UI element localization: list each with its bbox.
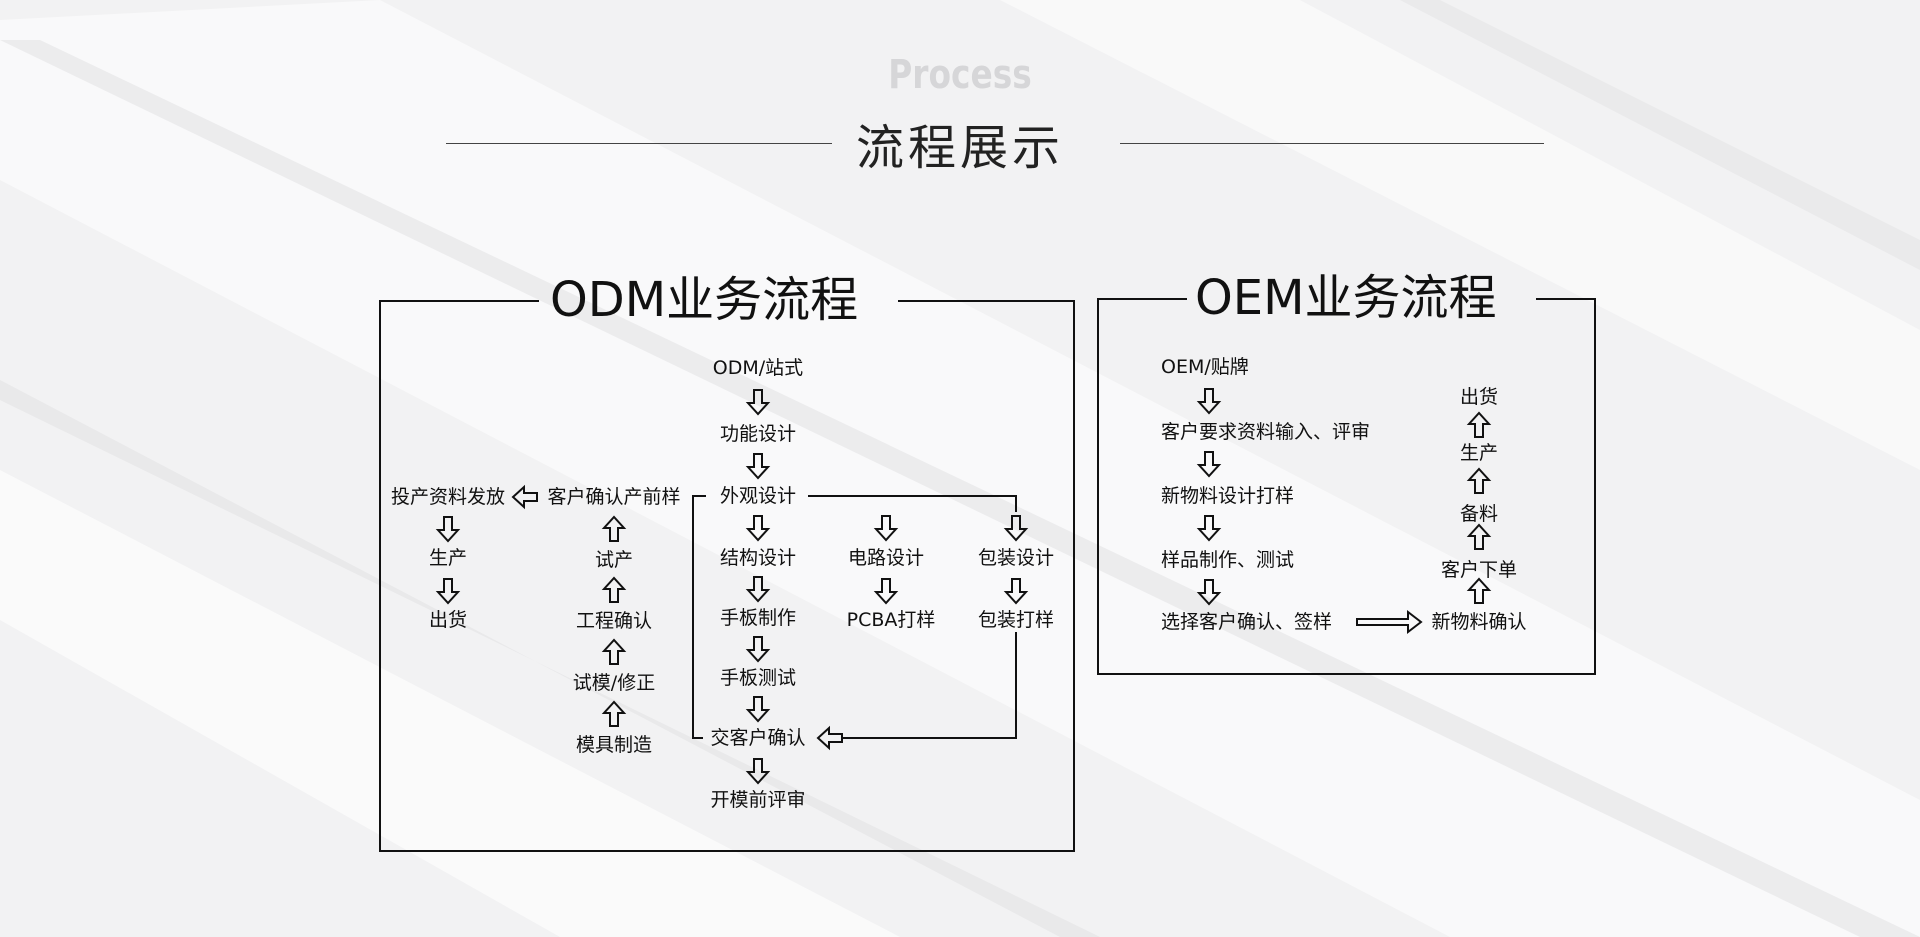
odm-pcba: PCBA打样 <box>846 609 936 631</box>
heading-chinese: 流程展示 <box>855 120 1064 176</box>
oem-shipping: 出货 <box>1459 386 1499 408</box>
oem-panel <box>1097 298 1596 675</box>
odm-struct-design: 结构设计 <box>719 547 797 569</box>
odm-func-design: 功能设计 <box>719 423 797 445</box>
oem-new-mat-design: 新物料设计打样 <box>1161 485 1295 507</box>
odm-mold-trial: 试模/修正 <box>572 672 656 694</box>
odm-pack-design: 包装设计 <box>977 547 1055 569</box>
odm-pack-sample: 包装打样 <box>977 609 1055 631</box>
oem-title: OEM业务流程 <box>1195 270 1497 326</box>
oem-client-order: 客户下单 <box>1440 559 1518 581</box>
odm-eng-confirm: 工程确认 <box>575 610 653 632</box>
oem-panel-top-left <box>1097 298 1187 300</box>
oem-select-confirm: 选择客户确认、签样 <box>1161 611 1333 633</box>
oem-prepare-mat: 备料 <box>1459 503 1499 525</box>
odm-panel <box>379 300 1075 852</box>
odm-hand-test: 手板测试 <box>719 667 797 689</box>
odm-circuit-design: 电路设计 <box>847 547 925 569</box>
odm-client-confirm: 交客户确认 <box>710 727 806 749</box>
odm-release-docs: 投产资料发放 <box>390 486 506 508</box>
heading-rule-right <box>1120 143 1544 144</box>
odm-client-pre-sample: 客户确认产前样 <box>547 486 681 508</box>
odm-hand-make: 手板制作 <box>719 607 797 629</box>
oem-start: OEM/贴牌 <box>1161 356 1249 378</box>
odm-pre-mold-review: 开模前评审 <box>710 789 806 811</box>
oem-production: 生产 <box>1459 442 1499 464</box>
odm-start: ODM/站式 <box>712 357 804 379</box>
oem-panel-top-right <box>1536 298 1594 300</box>
heading-english: Process <box>888 52 1032 98</box>
odm-shipping: 出货 <box>428 609 468 631</box>
heading-rule-left <box>446 143 832 144</box>
odm-production: 生产 <box>428 547 468 569</box>
oem-req-input: 客户要求资料输入、评审 <box>1161 421 1371 443</box>
odm-panel-top-right <box>898 300 1073 302</box>
oem-new-mat-confirm: 新物料确认 <box>1431 611 1527 633</box>
odm-panel-top-left <box>379 300 539 302</box>
odm-trial-prod: 试产 <box>594 549 634 571</box>
odm-mold-make: 模具制造 <box>575 734 653 756</box>
oem-sample-test: 样品制作、测试 <box>1161 549 1295 571</box>
odm-look-design: 外观设计 <box>719 485 797 507</box>
odm-title: ODM业务流程 <box>550 272 859 328</box>
